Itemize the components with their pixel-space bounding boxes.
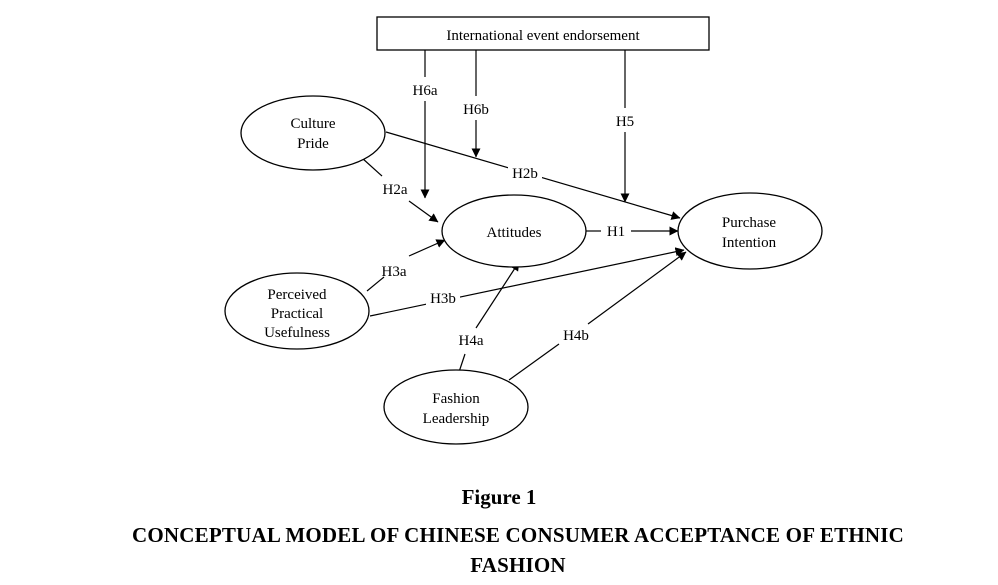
node-label-endorsement: International event endorsement [446, 28, 640, 44]
conceptual-model-diagram: H6a H6b H5 H2b H2a H1 H3a H3b [224, 16, 823, 445]
node-purchase-intention: Purchase Intention [677, 192, 823, 270]
edge-h4b: H4b [508, 251, 687, 381]
edge-h2a: H2a [361, 157, 439, 223]
edge-h3b: H3b [369, 247, 685, 317]
node-label-purchase: Purchase [722, 215, 776, 231]
node-label-perceived: Perceived [267, 287, 327, 303]
node-fashion-leadership: Fashion Leadership [383, 369, 529, 445]
edge-h2b: H2b [385, 131, 681, 220]
figure-caption-line-2: FASHION [470, 553, 566, 577]
node-label-attitudes: Attitudes [487, 225, 542, 241]
edge-label-h3a: H3a [382, 264, 407, 280]
node-label-usefulness: Usefulness [264, 325, 330, 341]
node-label-intention: Intention [722, 235, 777, 251]
edge-label-h1: H1 [607, 224, 625, 240]
edge-h6b: H6b [463, 50, 489, 158]
edge-label-h4a: H4a [459, 333, 484, 349]
edge-label-h6b: H6b [463, 102, 489, 118]
figure-caption-line-1: CONCEPTUAL MODEL OF CHINESE CONSUMER ACC… [132, 523, 904, 547]
figure-caption: CONCEPTUAL MODEL OF CHINESE CONSUMER ACC… [0, 520, 998, 580]
node-attitudes: Attitudes [441, 194, 587, 268]
edge-h6a: H6a [413, 50, 438, 199]
node-label-culture: Culture [291, 116, 336, 132]
edge-label-h3b: H3b [430, 291, 456, 307]
edge-h3a: H3a [366, 239, 446, 292]
node-label-pride: Pride [297, 136, 329, 152]
node-label-fashion: Fashion [432, 391, 480, 407]
edge-label-h5: H5 [616, 114, 634, 130]
node-culture-pride: Culture Pride [240, 95, 386, 171]
node-label-practical: Practical [271, 306, 323, 322]
edge-label-h4b: H4b [563, 328, 589, 344]
node-label-leadership: Leadership [423, 411, 490, 427]
node-international-event-endorsement: International event endorsement [376, 16, 710, 51]
edge-h1: H1 [585, 224, 679, 240]
edge-label-h2b: H2b [512, 166, 538, 182]
edge-h5: H5 [616, 50, 634, 203]
edge-h4a: H4a [458, 261, 520, 373]
edge-label-h2a: H2a [383, 182, 408, 198]
figure-number: Figure 1 [461, 485, 537, 509]
edge-label-h6a: H6a [413, 83, 438, 99]
node-perceived-practical-usefulness: Perceived Practical Usefulness [224, 272, 370, 350]
